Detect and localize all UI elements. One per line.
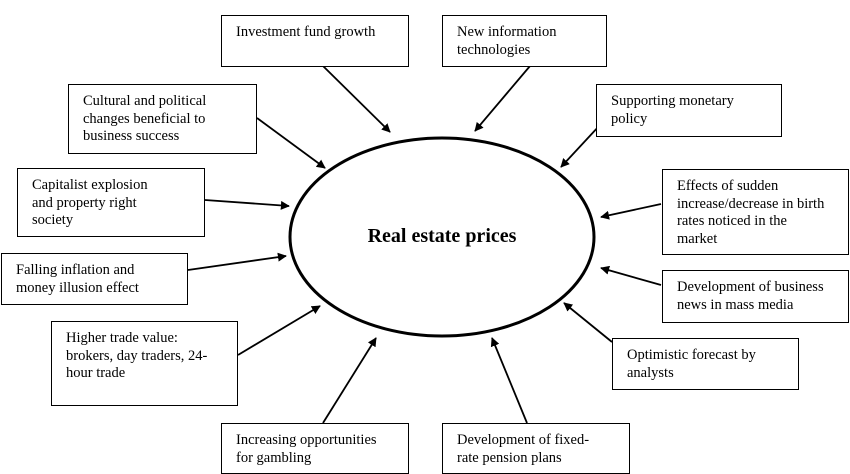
factor-box-birth-rates: Effects of sudden increase/decrease in b… bbox=[662, 169, 849, 255]
arrow-capitalist-explosion bbox=[204, 199, 290, 210]
center-ellipse bbox=[288, 136, 596, 338]
factor-box-business-news: Development of business news in mass med… bbox=[662, 270, 849, 323]
center-label: Real estate prices bbox=[367, 225, 517, 247]
arrow-gambling bbox=[322, 337, 377, 424]
factor-box-pension-plans: Development of fixed- rate pension plans bbox=[442, 423, 630, 474]
factor-box-new-information-technologies: New information technologies bbox=[442, 15, 607, 67]
arrow-falling-inflation bbox=[187, 252, 287, 271]
factor-box-gambling: Increasing opportunities for gambling bbox=[221, 423, 409, 474]
factor-box-cultural-political-changes: Cultural and political changes beneficia… bbox=[68, 84, 257, 154]
arrow-optimistic-forecast bbox=[563, 302, 613, 343]
arrow-pension-plans bbox=[490, 337, 528, 424]
factor-box-higher-trade-value: Higher trade value: brokers, day traders… bbox=[51, 321, 238, 406]
arrow-cultural-political-changes bbox=[256, 117, 326, 169]
arrow-supporting-monetary-policy bbox=[560, 124, 601, 168]
factor-box-capitalist-explosion: Capitalist explosion and property right … bbox=[17, 168, 205, 237]
factor-box-investment-fund-growth: Investment fund growth bbox=[221, 15, 409, 67]
factor-box-falling-inflation: Falling inflation and money illusion eff… bbox=[1, 253, 188, 305]
factor-box-supporting-monetary-policy: Supporting monetary policy bbox=[596, 84, 782, 137]
arrow-investment-fund-growth bbox=[322, 65, 391, 133]
arrow-birth-rates bbox=[600, 203, 662, 220]
arrow-business-news bbox=[600, 265, 662, 286]
arrow-higher-trade-value bbox=[237, 305, 321, 356]
factor-box-optimistic-forecast: Optimistic forecast by analysts bbox=[612, 338, 799, 390]
arrow-new-information-technologies bbox=[474, 65, 531, 132]
